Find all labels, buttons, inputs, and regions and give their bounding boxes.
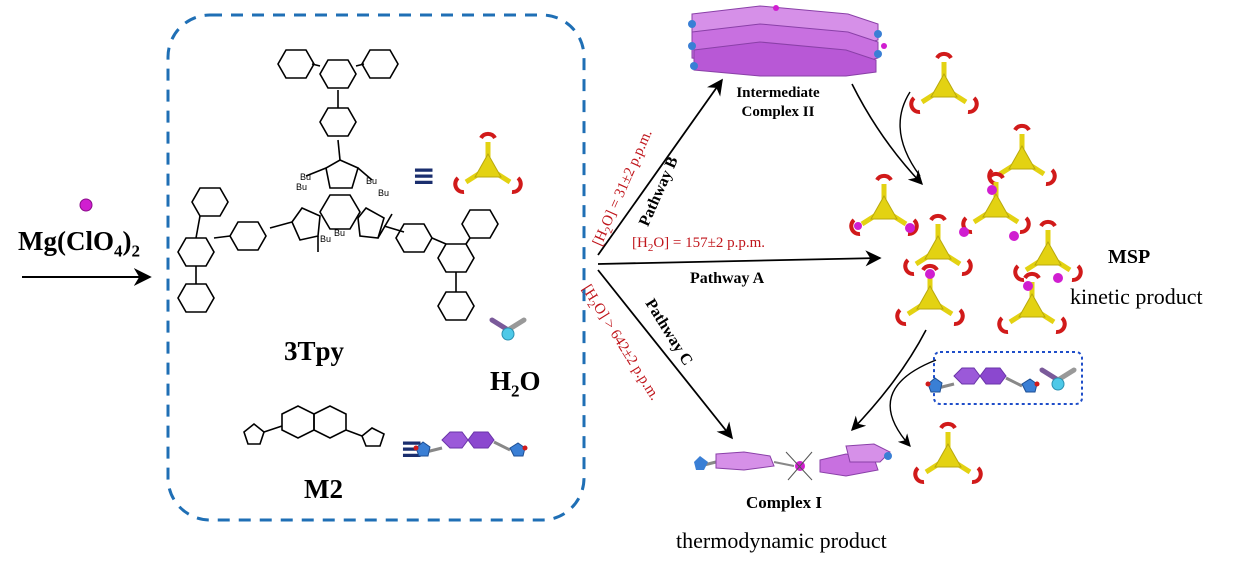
tbu-labels: Bu Bu Bu Bu Bu Bu (296, 172, 389, 244)
building-blocks-box (166, 13, 586, 522)
reagent-label-close: ) (122, 226, 132, 256)
tbu-label: Bu (366, 176, 377, 186)
byproduct-box (933, 351, 1083, 405)
reagent-label: Mg(ClO4)2 (18, 226, 140, 261)
reagent-label-main: Mg(ClO (18, 226, 114, 256)
msp-type-label: kinetic product (1070, 284, 1203, 309)
tbu-label: Bu (378, 188, 389, 198)
byproduct-water-icon (1042, 370, 1074, 390)
msp-network (851, 126, 1080, 332)
tbu-label: Bu (334, 228, 345, 238)
intermediate-label: Intermediate Complex II (722, 84, 834, 122)
complex-ii-to-msp-arrow (851, 83, 923, 186)
pathway-a-condition-sub: 2 (647, 242, 654, 254)
triad-release-arrow (889, 359, 937, 447)
triad-addition-arrow (899, 91, 921, 177)
released-triad-icon (915, 424, 980, 482)
tbu-label: Bu (296, 182, 307, 192)
3tpy-structure (177, 49, 499, 321)
pathway-a-arrow (597, 250, 882, 267)
water-label: H2O (490, 366, 541, 401)
tbu-label: Bu (320, 234, 331, 244)
msp-name-label: MSP (1108, 246, 1151, 268)
complex-i-icon (694, 443, 892, 481)
water-label-sub: 2 (511, 381, 520, 401)
pathway-a-condition-rest: O] = 157±2 p.p.m. (653, 235, 766, 251)
reagent-label-sub2: 2 (131, 241, 140, 261)
pathway-a-condition-prefix: [H (632, 235, 648, 251)
msp-to-complex-i-arrow (851, 329, 927, 432)
pathway-a-label: Pathway A (690, 270, 765, 287)
pathway-c-arrow (597, 269, 734, 440)
pathway-a-condition: [H2O] = 157±2 p.p.m. (632, 235, 765, 254)
water-molecule-icon (492, 320, 524, 340)
complex-i-name-label: Complex I (746, 493, 823, 512)
m2-linker-icon (412, 430, 529, 458)
reagent-arrow-group (22, 198, 152, 286)
water-label-end: O (519, 366, 541, 396)
pathway-b-arrow (597, 78, 723, 256)
intermediate-line1: Intermediate (736, 85, 820, 101)
intermediate-line2: Complex II (741, 104, 815, 120)
complex-ii-stack-icon (688, 5, 887, 77)
triad-icon (455, 134, 520, 192)
triad-reagent-icon (911, 54, 976, 112)
mg-ion-icon (79, 198, 93, 212)
water-label-main: H (490, 366, 512, 396)
byproduct-linker-icon (924, 366, 1041, 394)
equiv-symbol-m2: ≡ (400, 432, 423, 465)
reagent-label-sub1: 4 (113, 241, 123, 261)
equiv-symbol-3tpy: ≡ (412, 159, 435, 192)
linker-name-label: M2 (304, 474, 343, 504)
complex-i-type-label: thermodynamic product (676, 528, 887, 553)
tbu-label: Bu (300, 172, 311, 182)
m2-structure (243, 405, 385, 447)
ligand-name-label: 3Tpy (284, 336, 345, 366)
